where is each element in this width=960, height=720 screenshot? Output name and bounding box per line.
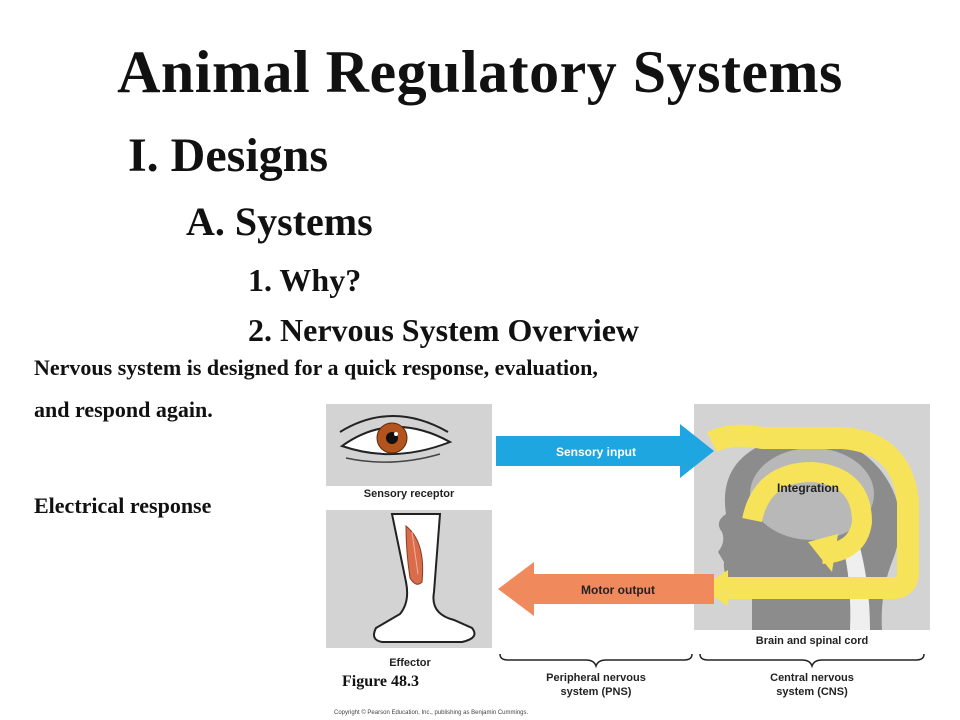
- body-line-1: Nervous system is designed for a quick r…: [34, 355, 598, 380]
- body-line-3: Electrical response: [34, 493, 212, 518]
- figure-caption: Figure 48.3: [342, 673, 420, 690]
- nervous-system-figure: Sensory input Motor output Integration S…: [326, 404, 930, 716]
- outline-level2-heading: A. Systems: [186, 199, 373, 244]
- sensory-input-arrow: Sensory input: [496, 424, 714, 478]
- brain-spinal-cord-label: Brain and spinal cord: [756, 635, 868, 647]
- outline-item-why: 1. Why?: [248, 262, 362, 298]
- cns-label-line2: system (CNS): [776, 686, 848, 698]
- eye-icon: [339, 415, 453, 463]
- leg-icon: [373, 513, 476, 643]
- sensory-input-label: Sensory input: [556, 445, 636, 459]
- motor-output-arrow: Motor output: [498, 562, 714, 616]
- sensory-receptor-label: Sensory receptor: [364, 488, 455, 500]
- outline-level1-heading: I. Designs: [128, 129, 329, 182]
- body-line-2: and respond again.: [34, 397, 213, 422]
- cns-brace: [699, 653, 925, 669]
- copyright-text: Copyright © Pearson Education, Inc., pub…: [334, 709, 529, 716]
- slide-title: Animal Regulatory Systems: [117, 39, 843, 105]
- pns-brace: [499, 653, 693, 669]
- pns-label-line1: Peripheral nervous: [546, 672, 646, 684]
- motor-output-label: Motor output: [581, 583, 655, 597]
- integration-loop-icon: [700, 424, 919, 606]
- outline-item-nervous-overview: 2. Nervous System Overview: [248, 312, 640, 348]
- cns-label-line1: Central nervous: [770, 672, 854, 684]
- integration-label: Integration: [777, 481, 839, 495]
- effector-label: Effector: [389, 657, 431, 669]
- pns-label-line2: system (PNS): [561, 686, 632, 698]
